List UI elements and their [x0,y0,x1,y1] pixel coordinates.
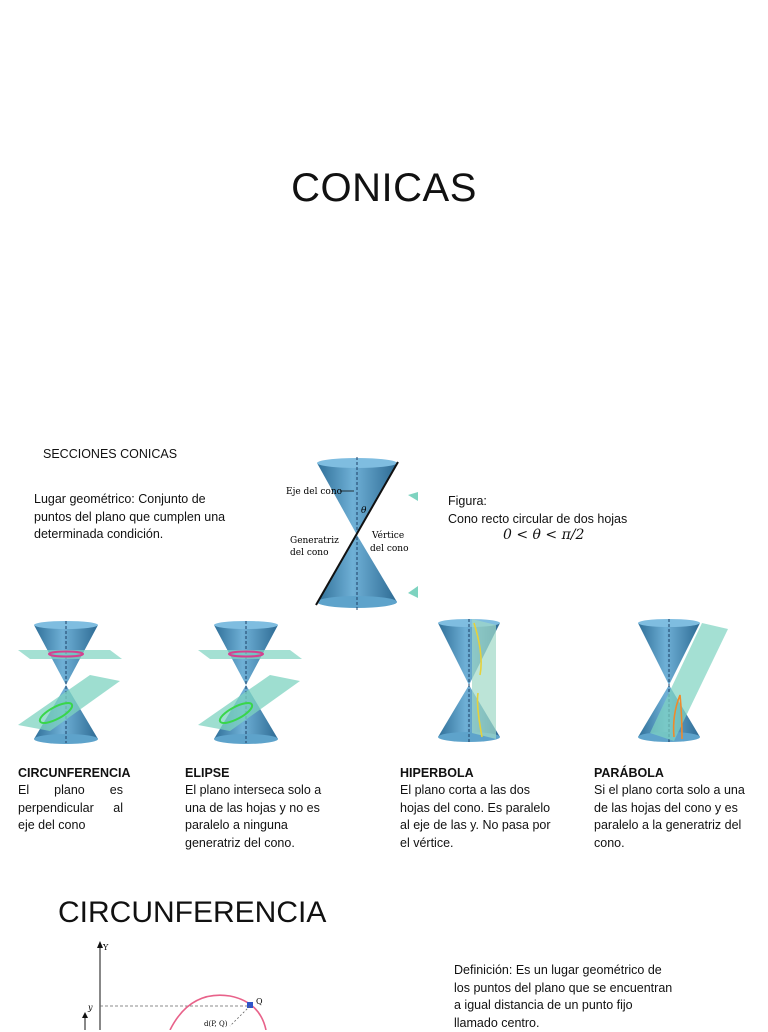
distance-label: d(P, Q) [204,1020,228,1028]
figura-block: Figura: Cono recto circular de dos hojas [448,493,627,528]
theta-label: θ [361,506,367,516]
secciones-label: SECCIONES CONICAS [43,447,178,461]
generatriz-label-2: del cono [290,548,329,558]
theta-formula: 0 < θ < π/2 [503,527,585,543]
circle-graph: Y y Q d(P, Q) [82,941,267,1030]
figura-caption: Cono recto circular de dos hojas [448,511,628,526]
circunferencia-definition: Definición: Es un lugar geométrico de lo… [454,963,673,1030]
y-tick-label: y [87,1003,93,1012]
section-title-parabola: PARÁBOLA [594,766,664,780]
cone-elipse-figure [198,621,302,744]
eje-label: Eje del cono [286,487,342,497]
section-title-elipse: ELIPSE [185,766,230,780]
section-title-hiperbola: HIPERBOLA [400,766,474,780]
vertice-label: Vértice [371,530,404,541]
section-text-circunferencia: El plano es perpendicular al eje del con… [18,783,123,832]
vertice-label-2: del cono [370,544,409,554]
section-text-parabola: Si el plano corta solo a una de las hoja… [594,783,745,850]
cone-hiperbola-figure [438,619,500,743]
cone-parabola-figure [638,619,728,743]
section-title-circunferencia: CIRCUNFERENCIA [18,766,131,780]
section-text-elipse: El plano interseca solo a una de las hoj… [185,783,322,850]
circunferencia-heading: CIRCUNFERENCIA [58,896,327,929]
double-cone-figure: Eje del cono θ Generatriz del cono Vérti… [286,457,418,610]
point-q-label: Q [256,997,263,1006]
generatriz-label: Generatriz [290,536,339,546]
page-title: CONICAS [291,166,477,210]
section-text-hiperbola: El plano corta a las dos hojas del cono.… [400,783,551,850]
y-axis-label: Y [102,943,109,952]
lugar-geometrico-text: Lugar geométrico: Conjunto de puntos del… [34,492,226,541]
figura-label: Figura: [448,494,487,508]
cone-circunferencia-figure [18,621,122,744]
